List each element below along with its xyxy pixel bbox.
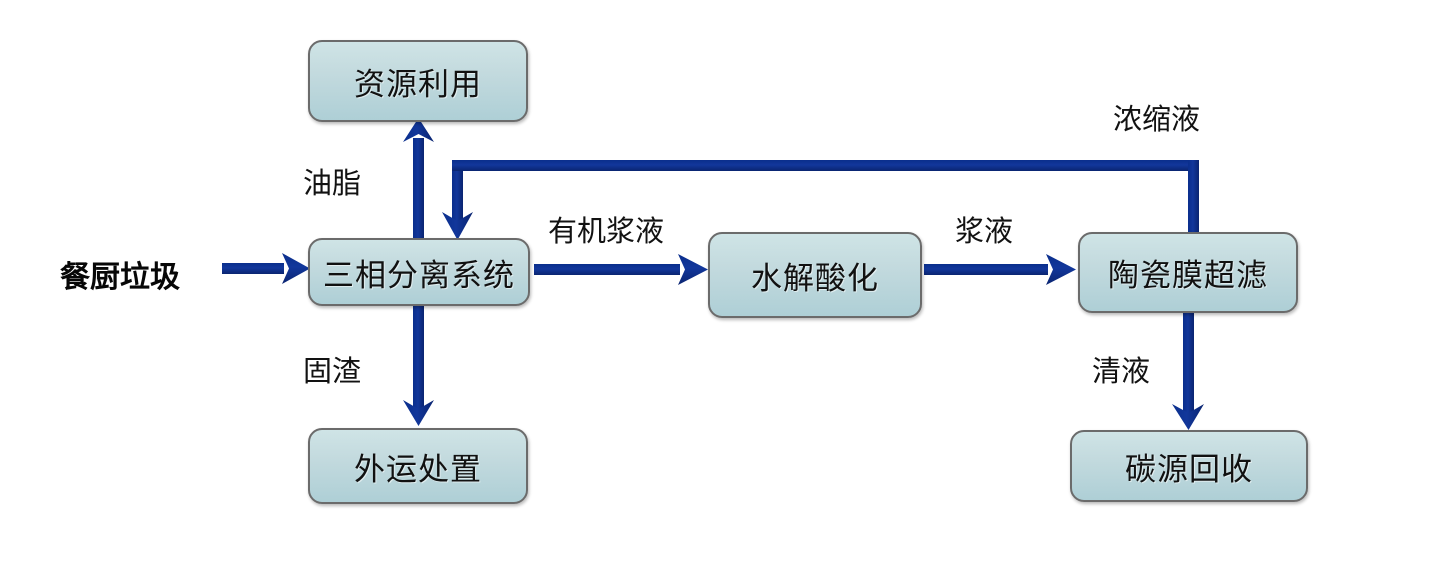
node-ceramic-membrane-ultrafiltration[interactable]: 陶瓷膜超滤 — [1078, 232, 1298, 313]
node-hydrolysis-acidification[interactable]: 水解酸化 — [708, 232, 922, 318]
arrow-separation-to-disposal — [403, 300, 434, 426]
arrow-separation-to-hydrolysis — [534, 254, 708, 285]
node-resource-utilization[interactable]: 资源利用 — [308, 40, 528, 122]
node-offsite-disposal[interactable]: 外运处置 — [308, 428, 528, 504]
arrow-feedstock-to-separation — [222, 253, 310, 284]
input-label-feedstock: 餐厨垃圾 — [60, 261, 180, 294]
edge-label-clear-liquid: 清液 — [1092, 356, 1151, 388]
arrow-membrane-to-carbon-recovery — [1172, 310, 1204, 430]
arrow-separation-to-resource — [403, 118, 434, 248]
edge-label-organic-slurry: 有机浆液 — [548, 216, 665, 248]
edge-label-grease: 油脂 — [303, 168, 362, 200]
edge-label-concentrate: 浓缩液 — [1113, 104, 1201, 136]
edge-label-solid-residue: 固渣 — [303, 356, 362, 388]
edge-label-slurry: 浆液 — [955, 216, 1014, 248]
node-three-phase-separation[interactable]: 三相分离系统 — [308, 238, 530, 306]
arrow-hydrolysis-to-membrane — [924, 254, 1076, 285]
node-carbon-source-recovery[interactable]: 碳源回收 — [1070, 430, 1308, 502]
